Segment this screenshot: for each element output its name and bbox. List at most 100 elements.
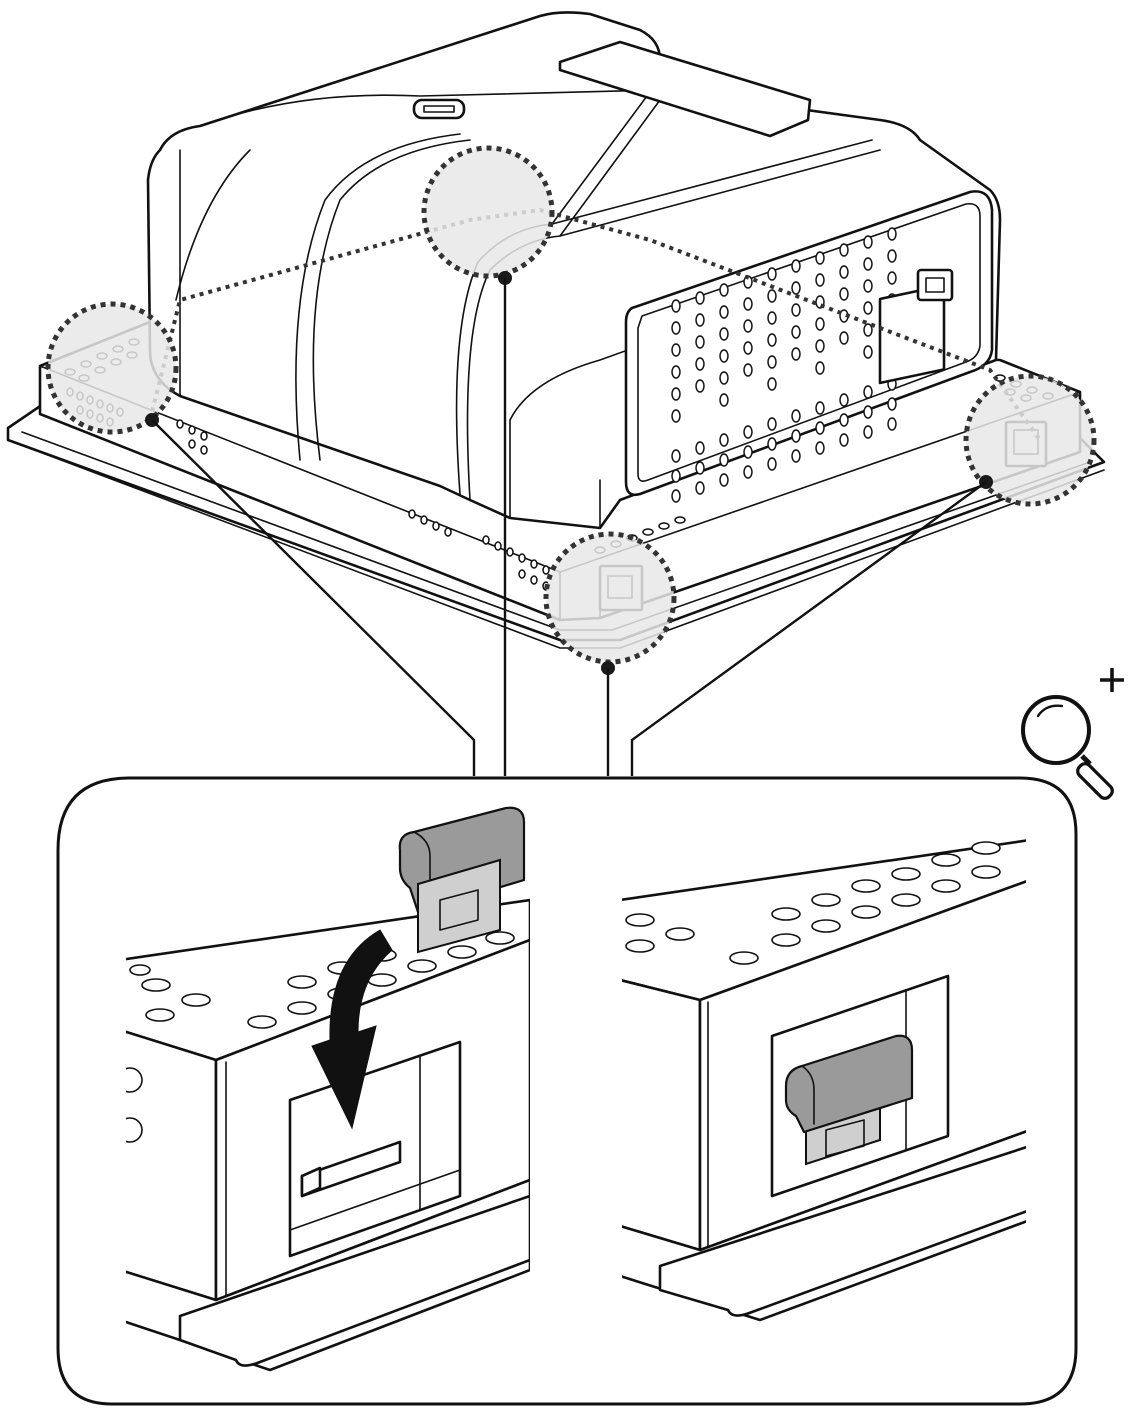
grill-hole	[815, 251, 825, 265]
callout-corner-right	[963, 373, 1097, 507]
grill-hole	[791, 429, 801, 443]
grill-hole	[767, 457, 777, 471]
grill-hole	[815, 401, 825, 415]
grill-hole	[815, 317, 825, 331]
grill-hole	[719, 283, 729, 297]
grill-hole	[743, 341, 753, 355]
grill-hole	[767, 437, 777, 451]
grill-hole	[719, 473, 729, 487]
grill-hole	[887, 397, 897, 411]
grill-hole	[695, 357, 705, 371]
grill-hole	[719, 453, 729, 467]
grill-hole	[719, 393, 729, 407]
grill-hole	[839, 393, 849, 407]
grill-hole	[791, 303, 801, 317]
grill-hole	[791, 281, 801, 295]
grill-hole	[671, 321, 681, 335]
grill-hole	[863, 323, 873, 337]
detail-after-insertion	[622, 839, 1026, 1322]
grill-hole	[719, 305, 729, 319]
grill-hole	[839, 331, 849, 345]
grill-hole	[671, 449, 681, 463]
grill-hole	[695, 335, 705, 349]
grill-hole	[695, 379, 705, 393]
grill-hole	[695, 481, 705, 495]
grill-hole	[767, 355, 777, 369]
left-clip-slot	[288, 1040, 462, 1258]
grill-hole	[839, 265, 849, 279]
grill-hole	[791, 347, 801, 361]
grill-hole	[863, 345, 873, 359]
grill-hole	[815, 441, 825, 455]
grill-hole	[767, 311, 777, 325]
down-arrow-icon	[311, 929, 393, 1130]
grill-hole	[839, 433, 849, 447]
grill-hole	[791, 325, 801, 339]
grill-hole	[719, 371, 729, 385]
grill-hole	[695, 313, 705, 327]
grill-hole	[671, 343, 681, 357]
grill-hole	[791, 409, 801, 423]
grill-hole	[743, 319, 753, 333]
left-vent-ovals	[129, 931, 515, 1029]
callout-corner-front	[543, 531, 677, 665]
grill-hole	[815, 339, 825, 353]
top-latch	[412, 98, 466, 120]
detail-before-insertion	[126, 806, 530, 1372]
leader-lines	[151, 278, 987, 776]
grill-hole	[671, 489, 681, 503]
grill-hole	[719, 433, 729, 447]
grill-hole	[767, 333, 777, 347]
grill-hole	[791, 449, 801, 463]
grill-hole	[743, 297, 753, 311]
grill-hole	[767, 377, 777, 391]
grill-label	[878, 284, 946, 385]
grill-hole	[887, 271, 897, 285]
grill-hole	[815, 361, 825, 375]
grill-hole	[887, 417, 897, 431]
grill-hole	[887, 227, 897, 241]
grill-connector	[916, 268, 954, 302]
grill-hole	[839, 413, 849, 427]
grill-hole	[743, 363, 753, 377]
grill-hole	[695, 291, 705, 305]
magnifier-zoom-in-icon	[1021, 668, 1124, 800]
grill-hole	[695, 441, 705, 455]
grill-hole	[671, 469, 681, 483]
mounting-clip-inserted	[784, 1034, 914, 1166]
grill-hole	[839, 287, 849, 301]
grill-hole	[671, 387, 681, 401]
grill-hole	[671, 409, 681, 423]
grill-hole	[863, 257, 873, 271]
grill-hole	[839, 243, 849, 257]
grill-hole	[671, 299, 681, 313]
grill-hole	[815, 273, 825, 287]
callout-corner-left	[45, 301, 179, 435]
callout-center-top	[421, 145, 555, 279]
grill-hole	[863, 425, 873, 439]
grill-hole	[743, 465, 753, 479]
grill-hole	[671, 365, 681, 379]
grill-hole	[863, 405, 873, 419]
grill-hole	[743, 425, 753, 439]
grill-hole	[863, 279, 873, 293]
right-vent-ovals	[625, 841, 1001, 965]
grill-hole	[719, 349, 729, 363]
grill-hole	[887, 249, 897, 263]
grill-hole	[695, 461, 705, 475]
callout-highlights	[45, 145, 1097, 665]
housing-top-flap	[558, 40, 812, 138]
grill-hole	[815, 421, 825, 435]
grill-hole	[767, 267, 777, 281]
grill-holes	[671, 227, 897, 503]
mounting-clip-floating	[398, 806, 526, 954]
grill-hole	[863, 385, 873, 399]
panel-device	[6, 11, 1106, 649]
grill-hole	[791, 259, 801, 273]
grill-hole	[767, 289, 777, 303]
rear-grill-panel	[624, 190, 994, 497]
grill-hole	[767, 417, 777, 431]
grill-hole	[743, 445, 753, 459]
grill-hole	[719, 327, 729, 341]
